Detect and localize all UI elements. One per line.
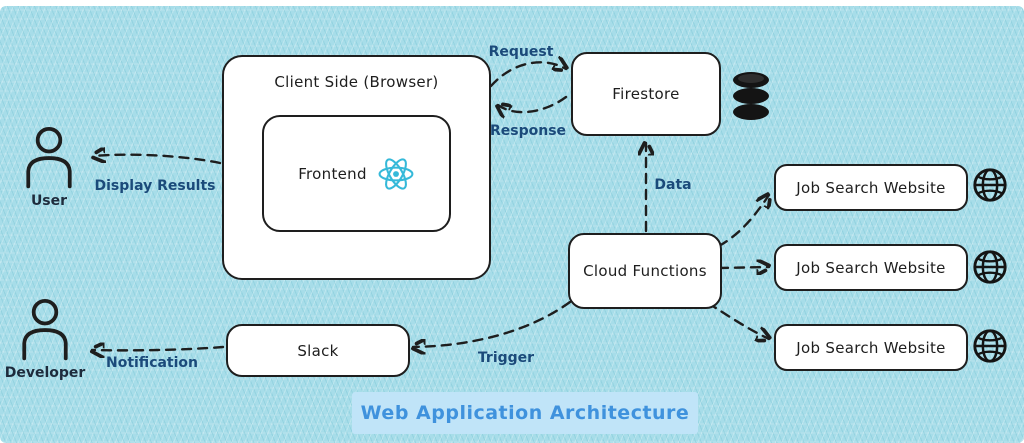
node-firestore: Firestore — [571, 52, 721, 136]
edge-label-trigger: Trigger — [477, 350, 535, 366]
actor-user: User — [16, 126, 82, 209]
edge-label-data: Data — [654, 177, 692, 193]
node-job-search-website-3: Job Search Website — [774, 324, 968, 371]
user-label: User — [30, 193, 68, 209]
globe-icon — [971, 327, 1009, 365]
job-search-website-3-label: Job Search Website — [796, 338, 946, 357]
actor-developer: Developer — [5, 298, 85, 381]
person-icon — [16, 298, 74, 364]
job-search-website-1-label: Job Search Website — [796, 178, 946, 197]
diagram-title: Web Application Architecture — [352, 392, 698, 434]
node-cloud-functions: Cloud Functions — [568, 233, 722, 309]
globe-icon — [971, 248, 1009, 286]
slack-label: Slack — [297, 341, 339, 360]
frontend-label: Frontend — [298, 164, 367, 183]
node-job-search-website-1: Job Search Website — [774, 164, 968, 211]
globe-icon — [971, 166, 1009, 204]
diagram-title-text: Web Application Architecture — [360, 402, 690, 424]
firestore-label: Firestore — [612, 85, 680, 103]
edge-label-notification: Notification — [105, 355, 199, 371]
job-search-website-2-label: Job Search Website — [796, 258, 946, 277]
edge-label-request: Request — [488, 44, 554, 60]
node-job-search-website-2: Job Search Website — [774, 244, 968, 291]
database-icon — [729, 70, 773, 122]
developer-label: Developer — [4, 365, 86, 381]
person-icon — [20, 126, 78, 192]
edge-label-response: Response — [489, 123, 567, 139]
canvas-background — [0, 6, 1024, 443]
client-side-label: Client Side (Browser) — [274, 73, 439, 91]
cloud-functions-label: Cloud Functions — [583, 262, 707, 280]
node-frontend: Frontend — [262, 115, 451, 232]
react-logo-icon — [377, 155, 415, 193]
node-slack: Slack — [226, 324, 410, 377]
edge-label-display-results: Display Results — [94, 178, 216, 194]
